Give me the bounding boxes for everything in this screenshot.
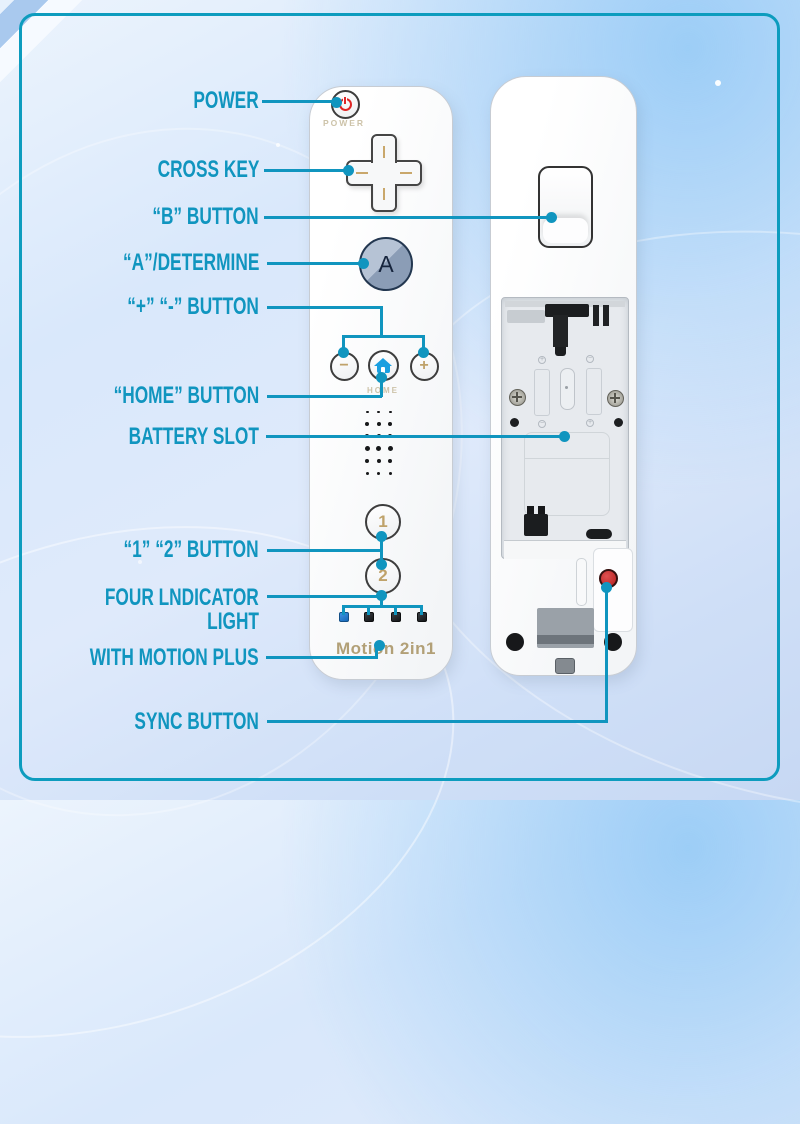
annotation-line-one-two [267,549,382,552]
callout-sync-button: SYNC BUTTON [134,708,259,735]
annotation-line-plus-minus [422,335,425,350]
callout-a-determine: “A”/DETERMINE [122,249,259,276]
b-trigger-button [538,166,593,248]
screw [508,388,526,406]
battery-outline [534,369,550,416]
rubber-foot [604,633,622,651]
annotation-line-plus-minus [267,306,383,309]
annotation-line-indicator [341,605,345,615]
screw-hole [613,417,623,427]
annotation-line-one-two [380,537,383,565]
annotation-line-indicator [366,605,370,615]
annotation-dot-one [376,531,387,542]
annotation-line-indicator [267,595,379,598]
dpad-left-mark [356,172,368,174]
annotation-dot-power [331,97,342,108]
annotation-dot-cross-key [343,165,354,176]
speaker-grill [362,406,402,479]
annotation-line-plus-minus [380,306,383,338]
sparkle-dot [276,143,280,147]
annotation-line-indicator [342,605,423,608]
home-caption: HOME [367,386,399,395]
annotation-line-home [267,395,382,398]
callout-b-button: “B” BUTTON [152,203,259,230]
annotation-dot-indicator [376,590,387,601]
callout-power: POWER [193,87,259,114]
center-ridge [560,368,575,410]
annotation-line-cross-key [264,169,345,172]
annotation-dot-home [376,372,387,383]
screw [606,389,624,407]
polarity-mark: + [586,419,594,427]
battery-compartment: + − − + [501,297,629,559]
annotation-dot-battery [559,431,570,442]
annotation-line-indicator [419,605,423,615]
callout-battery-slot: BATTERY SLOT [128,423,259,450]
connector-prong [527,506,534,515]
screw-hole [509,417,519,427]
contact-tip [555,347,566,356]
dpad-up-mark [383,146,385,158]
expansion-connector [524,514,548,536]
dpad-right-mark [400,172,412,174]
sparkle-dot [138,560,142,564]
contact-strip [603,305,609,326]
annotation-dot-plus [418,347,429,358]
sync-panel [593,548,633,632]
latch-piece [586,529,612,539]
callout-indicator-light-line1: FOUR LNDICATOR [105,584,259,611]
annotation-line-sync [605,589,608,723]
annotation-line-a-button [267,262,361,265]
sparkle-dot [715,80,721,86]
label-recess-band [537,635,594,644]
cross-key-dpad [346,134,422,212]
annotation-dot-sync [601,582,612,593]
polarity-mark: − [586,355,594,363]
corner-stripes-decor [0,0,190,190]
annotation-line-plus-minus [342,335,345,350]
annotation-line-power [262,100,333,103]
annotation-line-home [380,379,383,397]
polarity-mark: + [538,356,546,364]
ridge-hole [565,386,568,389]
dpad-down-mark [383,188,385,200]
annotation-line-indicator [380,596,383,608]
annotation-line-motion-plus [266,656,378,659]
remote-back-view: + − − + [490,76,637,676]
callout-home-button: “HOME” BUTTON [113,382,259,409]
compartment-step [507,310,545,323]
callout-motion-plus: WITH MOTION PLUS [90,644,259,671]
contact-bracket [545,304,589,317]
strap-tab [555,658,575,674]
power-caption: POWER [322,118,366,128]
contact-tab [553,315,568,347]
annotation-line-battery [266,435,562,438]
home-button [367,349,399,381]
cover-seam [524,432,610,516]
annotation-dot-motion-plus [374,640,385,651]
annotation-line-plus-minus [342,335,425,338]
annotation-dot-minus [338,347,349,358]
annotation-dot-two [376,559,387,570]
rubber-foot [506,633,524,651]
callout-plus-minus: “+” “-” BUTTON [127,293,259,320]
annotation-dot-a-button [358,258,369,269]
contact-strip [593,305,599,326]
callout-cross-key: CROSS KEY [157,156,259,183]
home-icon [374,357,392,373]
brand-text: Motion 2in1 [336,639,436,658]
slot-groove [576,558,587,606]
callout-one-two: “1” “2” BUTTON [123,536,259,563]
connector-prong [538,506,545,515]
annotation-line-indicator [393,605,397,615]
annotation-line-sync [267,720,608,723]
annotation-line-b-button [264,216,549,219]
annotation-line-motion-plus [375,647,378,659]
annotation-dot-b-button [546,212,557,223]
callout-indicator-light-line2: LIGHT [207,608,259,635]
border-frame [19,13,780,781]
battery-outline [586,368,602,415]
polarity-mark: − [538,420,546,428]
